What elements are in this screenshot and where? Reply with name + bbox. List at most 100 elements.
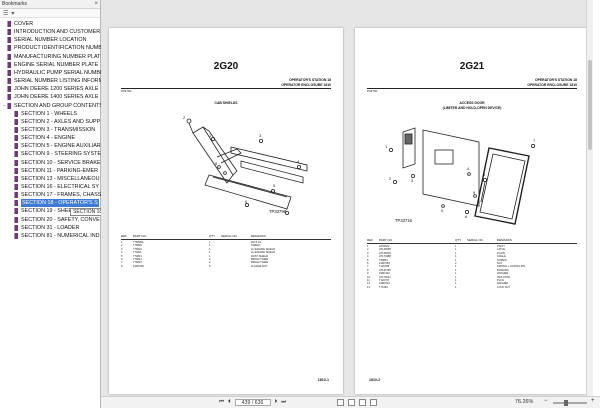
options-icon[interactable]: ☰ — [3, 10, 9, 17]
table-cell: 8 — [367, 268, 369, 272]
svg-text:7: 7 — [533, 138, 536, 143]
bookmark-icon — [14, 126, 18, 133]
scrollbar-thumb[interactable] — [588, 60, 592, 150]
vertical-scrollbar[interactable] — [586, 0, 593, 396]
table-cell: 1 — [455, 268, 457, 272]
bookmark-icon — [7, 21, 11, 27]
bookmark-item[interactable]: SECTION 13 - MISCELLANEOU — [9, 175, 99, 183]
zoom-in-icon[interactable]: + — [591, 398, 595, 404]
chevron-down-icon[interactable]: ▾ — [11, 10, 15, 17]
page-navigation: ⏮ ⏴ 439 / 636 ⏵ ⏭ — [219, 399, 286, 406]
column-header: PART NO. — [133, 234, 147, 238]
zoom-level[interactable]: 76.26% — [515, 399, 534, 405]
table-cell: 11 — [367, 278, 370, 282]
bookmark-item[interactable]: JOHN DEERE 1400 SERIES AXLE — [2, 93, 99, 101]
table-cell: AT66522 — [379, 245, 390, 248]
bookmark-item[interactable]: MANUFACTURING NUMBER PLATE — [2, 53, 104, 61]
table-cell: 13 — [367, 285, 370, 289]
table-cell: 12 — [367, 282, 370, 286]
bookmark-item[interactable]: ENGINE SERIAL NUMBER PLATE — [2, 61, 98, 69]
two-page-continuous-view-icon[interactable] — [370, 399, 377, 406]
table-row: 8 AT146799 1 BUSHING — [367, 269, 577, 272]
divider — [121, 239, 331, 240]
bookmark-icon — [7, 37, 11, 44]
bookmark-item[interactable]: SECTION 2 - AXLES AND SUPP — [9, 118, 100, 126]
bookmark-item[interactable]: SECTION 81 - NUMERICAL IND — [9, 232, 100, 240]
table-cell: FLANGE NUT — [251, 264, 268, 268]
bookmark-item[interactable]: COVER — [2, 20, 33, 28]
close-icon[interactable]: × — [94, 1, 98, 7]
bookmark-item[interactable]: SECTION 16 - ELECTRICAL SY — [9, 183, 99, 191]
bookmark-item[interactable]: SECTION 10 - SERVICE BRAKE — [9, 159, 101, 167]
bookmark-item[interactable]: SERIAL NUMBER LOCATION — [2, 36, 87, 44]
bookmark-label: SECTION 4 - ENGINE — [21, 135, 75, 142]
bookmark-item[interactable]: SECTION 20 - SAFETY, CONVE — [9, 216, 100, 224]
figure-title: CAB SHIELDS — [214, 101, 238, 105]
table-cell: T76814 — [133, 257, 142, 261]
bookmark-label: MANUFACTURING NUMBER PLATE — [14, 53, 105, 60]
zoom-slider-knob[interactable] — [564, 400, 569, 406]
bookmark-icon — [14, 159, 18, 166]
bookmark-item[interactable]: SECTION 18 - OPERATOR'S S — [9, 199, 99, 208]
table-cell: T71084 — [379, 285, 388, 289]
bookmark-icon — [14, 175, 18, 182]
table-cell: AT175041 — [379, 275, 391, 279]
svg-text:6: 6 — [465, 214, 468, 219]
bookmark-icon — [14, 208, 18, 215]
expand-toggle-icon[interactable]: − — [3, 102, 6, 109]
table-cell: WASHER — [497, 272, 509, 276]
table-cell: BUSHING — [497, 268, 509, 272]
bookmark-item[interactable]: SECTION 1 - WHEELS — [9, 110, 77, 118]
bookmark-item[interactable]: JOHN DEERE 1200 SERIES AXLE — [2, 85, 99, 93]
bookmark-icon — [7, 29, 11, 36]
zoom-out-icon[interactable]: − — [544, 398, 548, 404]
bookmark-item[interactable]: SECTION 19 - SHEET METAL — [9, 207, 94, 215]
bookmark-icon — [14, 118, 18, 125]
bookmark-label: SECTION 3 - TRANSMISSION — [21, 126, 96, 133]
zoom-slider[interactable] — [553, 400, 587, 406]
table-cell: AT146799 — [379, 268, 391, 272]
table-cell: WASHER — [497, 282, 509, 286]
table-cell: 1 — [455, 251, 457, 255]
last-page-icon[interactable]: ⏭ — [281, 399, 287, 405]
table-cell: SPRING, LOCKING PIN — [497, 265, 526, 269]
bookmark-item[interactable]: SECTION 17 - FRAMES, CHASS — [9, 191, 101, 199]
table-cell: 6 — [367, 261, 369, 265]
svg-text:4: 4 — [297, 159, 300, 164]
bookmark-item[interactable]: SERIAL NUMBER LISTING INFORM — [2, 77, 103, 85]
bookmark-item[interactable]: SECTION 31 - LOADER — [9, 224, 79, 232]
single-page-view-icon[interactable] — [337, 399, 344, 406]
table-cell: 1 — [209, 251, 211, 255]
bookmark-item[interactable]: SECTION 3 - TRANSMISSION — [9, 126, 95, 134]
document-view[interactable]: 2G20 OPERATOR'S STATION 18 OPERATOR ENCL… — [101, 0, 593, 396]
page-number-input[interactable]: 439 / 636 — [234, 399, 271, 406]
next-page-icon[interactable]: ⏵ — [274, 399, 278, 405]
continuous-view-icon[interactable] — [348, 399, 355, 406]
previous-page-icon[interactable]: ⏴ — [227, 399, 231, 405]
table-cell: ISOLATOR — [497, 275, 510, 279]
bookmark-item[interactable]: SECTION 9 - STEERING SYSTE — [9, 150, 101, 158]
column-header: SERIAL NO. — [221, 234, 238, 238]
bookmark-item[interactable]: HYDRAULIC PUMP SERIAL NUMBER — [2, 69, 107, 77]
bookmark-item[interactable]: SECTION 5 - ENGINE AUXILIAR — [9, 142, 101, 150]
first-page-icon[interactable]: ⏮ — [219, 399, 224, 405]
bookmark-item[interactable]: SECTION 11 - PARKING-EMER — [9, 167, 98, 175]
table-cell: T76810 — [133, 247, 142, 251]
table-cell: AT170388 — [379, 255, 391, 259]
bookmark-item[interactable]: SECTION 4 - ENGINE — [9, 134, 75, 142]
view-mode-buttons — [337, 399, 377, 406]
bookmark-item[interactable]: −SECTION AND GROUP CONTENTS — [2, 102, 103, 110]
two-page-view-icon[interactable] — [359, 399, 366, 406]
bookmark-item[interactable]: INTRODUCTION AND CUSTOMER — [2, 28, 100, 36]
table-cell: 9 — [367, 272, 369, 276]
bookmark-item[interactable]: PRODUCT IDENTIFICATION NUMBE — [2, 44, 105, 52]
table-cell: 10 — [367, 275, 370, 279]
column-header: REF — [121, 234, 127, 238]
page-header: OPERATOR'S STATION 18 OPERATOR ENCLOSURE… — [527, 78, 577, 88]
page-footer: 1810-2 — [369, 378, 381, 382]
